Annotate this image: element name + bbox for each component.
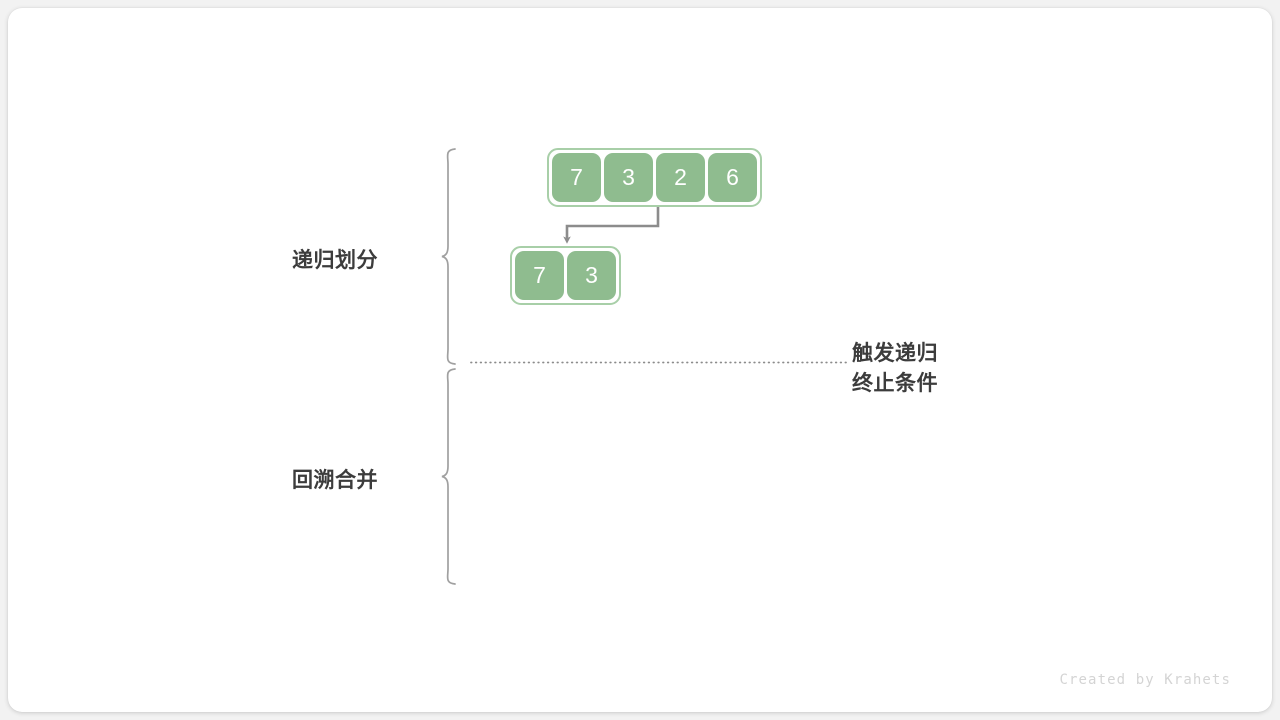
array-cell: 3	[567, 251, 616, 300]
diagram-vector-layer	[441, 148, 847, 585]
array-cell: 6	[708, 153, 757, 202]
array-cell: 2	[656, 153, 705, 202]
divide-arrow	[563, 207, 660, 244]
array-cell: 7	[515, 251, 564, 300]
brace-merge	[441, 368, 456, 585]
array-left-half: 7 3	[510, 246, 621, 305]
watermark: Created by Krahets	[1059, 672, 1231, 688]
diagram-canvas: 递归划分 回溯合并 触发递归 终止条件 7 3 2 6 7 3 Created …	[8, 8, 1272, 712]
array-full: 7 3 2 6	[547, 148, 762, 207]
stage-label-merge: 回溯合并	[292, 469, 378, 492]
stage-label-divide: 递归划分	[292, 249, 378, 272]
array-cell: 3	[604, 153, 653, 202]
base-case-note-line2: 终止条件	[852, 372, 938, 395]
base-case-note-line1: 触发递归	[852, 342, 938, 365]
array-cell: 7	[552, 153, 601, 202]
base-case-note: 触发递归 终止条件	[852, 339, 938, 399]
brace-divide	[441, 148, 456, 365]
